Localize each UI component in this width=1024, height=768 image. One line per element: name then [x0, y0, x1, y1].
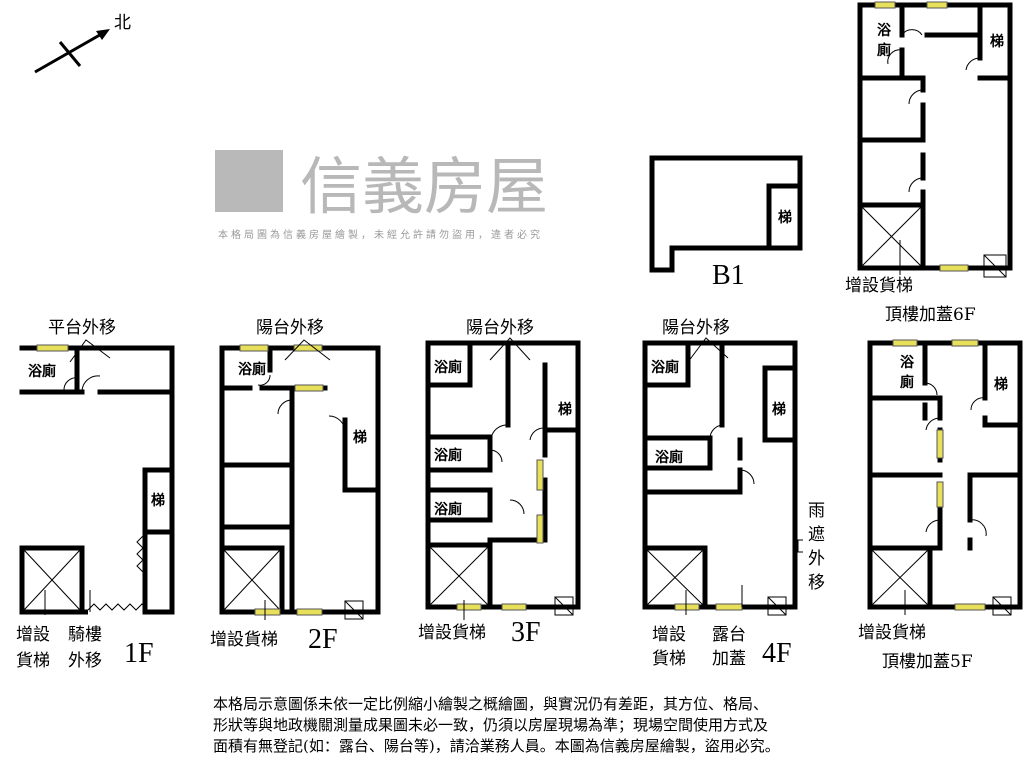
- f4-bath-label-2: 浴廁: [655, 449, 683, 466]
- floor-6f: 浴 廁 梯 增設貨梯 頂樓加蓋6F: [845, 1, 1013, 325]
- floor-4f: 陽台外移 浴廁 浴廁 梯 增設 貨梯 露台 加蓋 4F 雨 遮 外 移: [642, 318, 825, 669]
- f6-bath-label-2: 廁: [877, 42, 891, 59]
- f4-stairs-label: 梯: [772, 401, 786, 418]
- f3-top-note: 陽台外移: [466, 318, 534, 338]
- f2-elevator-label: 增設貨梯: [210, 630, 278, 650]
- f4-terrace-label-1: 露台: [712, 625, 746, 645]
- f5-elevator-label: 增設貨梯: [858, 623, 926, 643]
- disclaimer-line: 本格局示意圖係未依一定比例縮小繪製之概繪圖，與實況仍有差距，其方位、格局、: [213, 695, 769, 713]
- f4-bath-label-1: 浴廁: [651, 359, 679, 376]
- f4-canopy-label-1: 雨: [808, 501, 825, 521]
- f1-elevator-label-2: 貨梯: [16, 651, 50, 671]
- f4-terrace-label-2: 加蓋: [712, 649, 746, 669]
- f4-elevator-label-1: 增設: [652, 625, 686, 645]
- disclaimer-line: 面積有無登記(如：露台、陽台等)，請洽業務人員。本圖為信義房屋繪製，盜用必究。: [213, 737, 780, 755]
- disclaimer-line: 形狀等與地政機關測量成果圖未必一致，仍須以房屋現場為準；現場空間使用方式及: [213, 716, 769, 734]
- f6-elevator-label: 增設貨梯: [845, 276, 913, 296]
- f2-top-note: 陽台外移: [256, 318, 324, 338]
- f1-top-note: 平台外移: [48, 318, 116, 338]
- f1-arcade-label-2: 外移: [68, 651, 102, 671]
- watermark-brand: 信義房屋: [300, 150, 548, 223]
- f2-floor-label: 2F: [308, 624, 338, 655]
- f1-elevator-label-1: 增設: [16, 625, 50, 645]
- b1-stairs-label: 梯: [778, 209, 792, 226]
- disclaimer: 本格局示意圖係未依一定比例縮小繪製之概繪圖，與實況仍有差距，其方位、格局、 形狀…: [213, 694, 893, 757]
- f6-bath-label-1: 浴: [877, 22, 892, 39]
- f5-bath-label-1: 浴: [900, 354, 915, 371]
- watermark-notice: 本格局圖為信義房屋繪製，未經允許請勿盜用，違者必究: [218, 228, 543, 241]
- north-label: 北: [114, 13, 131, 33]
- f1-floor-label: 1F: [124, 638, 154, 669]
- watermark-logo: [215, 150, 283, 212]
- f3-floor-label: 3F: [511, 617, 541, 648]
- f3-elevator-label: 增設貨梯: [418, 623, 486, 643]
- f3-stairs-label: 梯: [558, 401, 572, 418]
- f3-bath-label-3: 浴廁: [434, 501, 462, 518]
- floor-5f: 浴 廁 梯 增設貨梯 頂樓加蓋5F: [858, 339, 1023, 672]
- floor-3f: 陽台外移 浴廁 浴廁 浴廁 梯 增設貨梯 3F: [418, 318, 581, 648]
- north-arrow-icon: 北: [34, 13, 131, 74]
- f5-stairs-label: 梯: [994, 376, 1008, 393]
- f4-top-note: 陽台外移: [662, 318, 730, 338]
- f1-arcade-label-1: 騎樓: [68, 625, 102, 645]
- f2-bath-label: 浴廁: [238, 361, 266, 378]
- f1-stairs-label: 梯: [151, 492, 165, 509]
- watermark: 信義房屋 本格局圖為信義房屋繪製，未經允許請勿盜用，違者必究: [215, 150, 548, 241]
- floor-1f: 平台外移 浴廁 梯 增設 貨梯 騎樓 外移 1F: [16, 318, 175, 671]
- floor-b1: 梯 B1: [649, 155, 803, 291]
- f5-floor-label: 頂樓加蓋5F: [882, 652, 973, 672]
- f6-stairs-label: 梯: [990, 33, 1004, 50]
- f3-bath-label-1: 浴廁: [434, 359, 462, 376]
- f4-canopy-label-3: 外: [808, 549, 825, 569]
- f4-floor-label: 4F: [762, 638, 792, 669]
- f6-floor-label: 頂樓加蓋6F: [885, 305, 976, 325]
- floor-2f: 陽台外移 浴廁 梯 增設貨梯 2F: [210, 318, 381, 655]
- f4-elevator-label-2: 貨梯: [652, 649, 686, 669]
- b1-floor-label: B1: [712, 260, 745, 291]
- f3-bath-label-2: 浴廁: [434, 447, 462, 464]
- f4-canopy-label-4: 移: [808, 573, 825, 593]
- f1-bath-label: 浴廁: [28, 363, 56, 380]
- f2-stairs-label: 梯: [353, 429, 367, 446]
- f4-canopy-label-2: 遮: [808, 525, 825, 545]
- f5-bath-label-2: 廁: [900, 374, 914, 391]
